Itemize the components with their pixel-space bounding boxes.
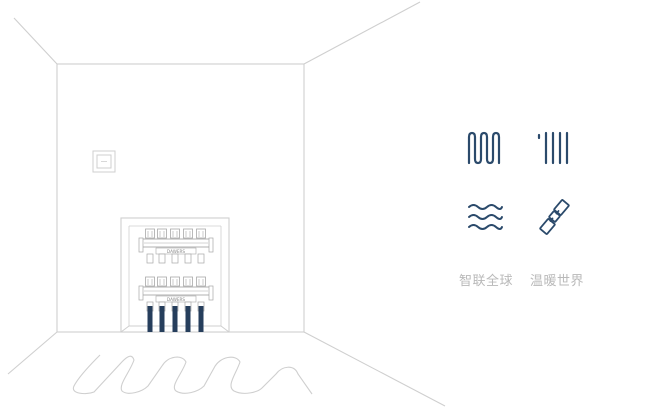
tagline-connect-world: 智联全球 [459,274,514,289]
valve-cap [196,276,206,287]
floor-heating-loops [72,354,313,395]
ceiling-edge-right [303,1,421,65]
pipe [185,306,191,332]
serpentine-pipe-icon [467,131,501,165]
ceiling-edge-left [13,17,58,65]
brand-logo-bottom: DAWERS [167,297,185,302]
satellite-icon [539,199,570,235]
brand-logo-top: DAWERS [167,249,185,254]
valve-cap [145,228,155,239]
connector [171,253,179,264]
valve-cap [170,276,180,287]
pipe [159,306,165,332]
valve-cap [196,228,206,239]
pipe [198,306,204,332]
waves-icon [468,204,503,230]
parallel-pipes-icon [537,131,569,165]
pipe [147,306,153,332]
connector [158,253,166,264]
floor-edge-left [7,331,58,375]
connector [184,253,192,264]
valve-cap [170,228,180,239]
end-cap [208,285,214,301]
thermostat-icon [92,150,116,173]
connector [197,253,205,264]
valve-cap [157,228,167,239]
end-cap [138,237,144,253]
valve-cap [183,276,193,287]
end-cap [208,237,214,253]
end-cap [138,285,144,301]
floor-edge-right [303,331,446,407]
valve-cap [145,276,155,287]
manifold-unit: DAWERS DAWERS [138,228,214,332]
tagline-warm-world: 温暖世界 [530,274,585,289]
valve-cap [183,228,193,239]
valve-cap [157,276,167,287]
pipe [172,306,178,332]
connector [146,253,154,264]
